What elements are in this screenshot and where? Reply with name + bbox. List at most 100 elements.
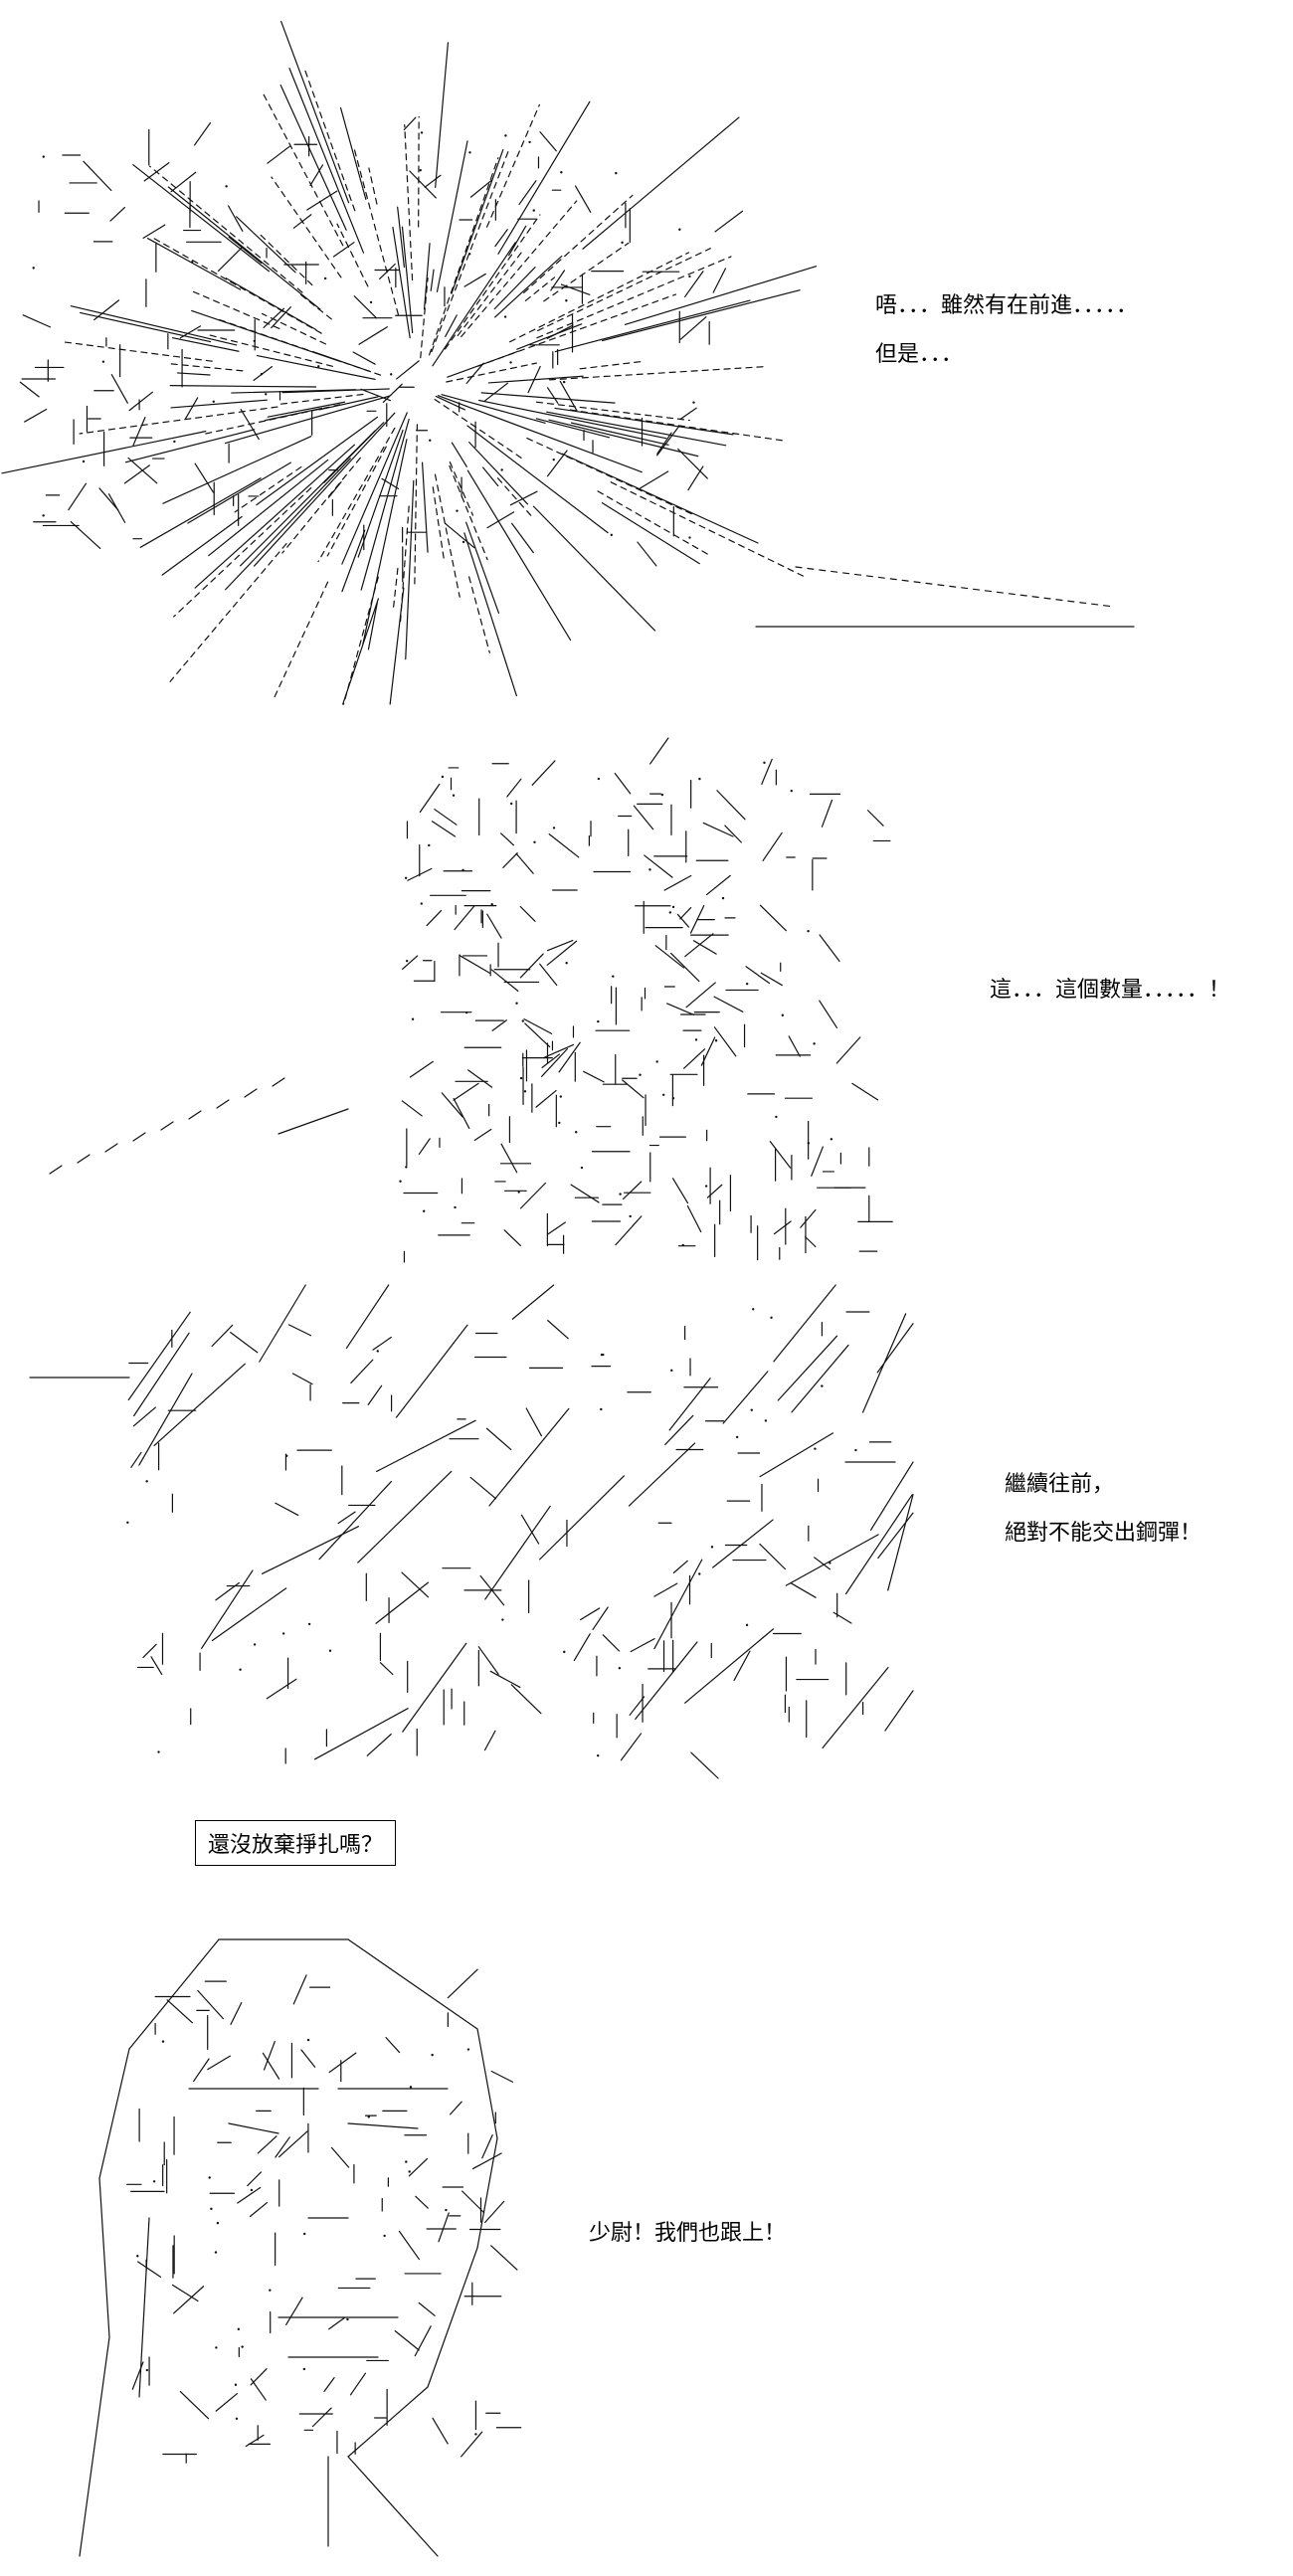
art-stroke	[669, 952, 700, 983]
art-dot	[173, 440, 176, 444]
dialog-line: 繼續往前，	[1005, 1472, 1115, 1497]
art-stroke	[142, 224, 166, 239]
art-dot	[405, 959, 409, 963]
art-stroke	[466, 469, 572, 642]
panel-3: 繼續往前， 絕對不能交出鋼彈！	[0, 1283, 1293, 1780]
art-stroke	[259, 1284, 306, 1363]
art-stroke	[273, 581, 329, 700]
art-dot	[770, 1316, 773, 1319]
art-dot	[775, 1115, 778, 1119]
art-stroke	[481, 2134, 493, 2159]
art-stroke	[629, 1696, 646, 1716]
dialog-line: 絕對不能交出鋼彈！	[1005, 1521, 1202, 1547]
art-stroke	[615, 1215, 643, 1246]
art-stroke	[292, 1974, 307, 2005]
art-stroke	[459, 955, 490, 974]
art-stroke	[548, 419, 699, 458]
art-dot	[42, 514, 45, 517]
ascii-art-pilot	[20, 1283, 915, 1780]
art-stroke	[537, 248, 711, 332]
art-stroke	[441, 1092, 463, 1118]
art-stroke	[394, 2330, 420, 2351]
art-stroke	[396, 360, 420, 380]
art-stroke	[531, 760, 556, 786]
art-stroke	[292, 214, 312, 229]
art-stroke	[639, 470, 669, 489]
art-stroke	[225, 458, 351, 591]
art-stroke	[463, 532, 517, 697]
art-stroke	[554, 299, 751, 353]
art-stroke	[535, 401, 690, 422]
art-stroke	[705, 874, 731, 896]
art-stroke	[559, 380, 578, 412]
art-dot	[670, 1369, 673, 1373]
art-stroke	[527, 365, 541, 394]
art-stroke	[98, 2048, 130, 2179]
art-stroke	[132, 1132, 146, 1142]
art-stroke	[368, 167, 378, 205]
art-dot	[615, 171, 618, 175]
art-stroke	[524, 276, 556, 301]
dialog-text: 少尉！我們也跟上！	[589, 2216, 786, 2251]
art-stroke	[438, 2212, 450, 2243]
art-dot	[253, 339, 256, 343]
art-stroke	[547, 1320, 569, 1340]
art-stroke	[376, 1419, 476, 1473]
art-stroke	[303, 68, 356, 212]
art-stroke	[132, 164, 271, 273]
art-stroke	[414, 424, 419, 588]
art-stroke	[68, 482, 88, 511]
ascii-art-explosion	[0, 10, 1154, 706]
art-stroke	[420, 277, 429, 359]
art-stroke	[519, 905, 536, 922]
art-stroke	[133, 1332, 190, 1417]
art-stroke	[187, 461, 291, 524]
art-stroke	[379, 1662, 394, 1676]
art-stroke	[509, 490, 538, 506]
art-stroke	[306, 190, 338, 211]
art-stroke	[360, 388, 392, 402]
art-stroke	[367, 601, 379, 650]
art-stroke	[546, 324, 574, 339]
art-stroke	[866, 810, 884, 827]
art-dot	[501, 1618, 504, 1621]
art-stroke	[706, 1184, 723, 1198]
art-dot	[409, 2086, 413, 2089]
art-stroke	[822, 1666, 889, 1749]
art-stroke	[539, 1475, 626, 1561]
art-stroke	[441, 394, 546, 424]
art-stroke	[677, 448, 708, 479]
art-stroke	[170, 171, 197, 193]
art-dot	[619, 1193, 622, 1196]
art-stroke	[153, 1363, 246, 1447]
art-stroke	[342, 598, 379, 705]
art-stroke	[554, 407, 734, 436]
art-stroke	[397, 206, 406, 268]
art-stroke	[138, 1373, 193, 1466]
art-dot	[462, 868, 464, 872]
art-stroke	[261, 312, 327, 345]
art-dot	[515, 1002, 518, 1005]
art-stroke	[519, 1182, 547, 1209]
art-stroke	[541, 1053, 561, 1068]
art-stroke	[454, 904, 475, 931]
art-stroke	[716, 790, 746, 821]
art-stroke	[211, 1587, 287, 1642]
art-stroke	[601, 289, 801, 342]
art-stroke	[597, 490, 713, 558]
art-dot	[419, 168, 422, 172]
art-stroke	[201, 1569, 254, 1649]
art-stroke	[622, 1079, 645, 1099]
art-stroke	[336, 223, 369, 287]
art-dot	[517, 1191, 520, 1194]
art-stroke	[401, 1571, 430, 1598]
art-stroke	[165, 362, 244, 372]
art-stroke	[536, 256, 732, 339]
art-stroke	[462, 2190, 485, 2214]
art-stroke	[194, 444, 356, 589]
art-dot	[714, 1039, 718, 1042]
art-stroke	[686, 1204, 702, 1233]
art-dot	[764, 1419, 768, 1422]
art-dot	[704, 1185, 708, 1188]
art-dot	[490, 903, 493, 906]
